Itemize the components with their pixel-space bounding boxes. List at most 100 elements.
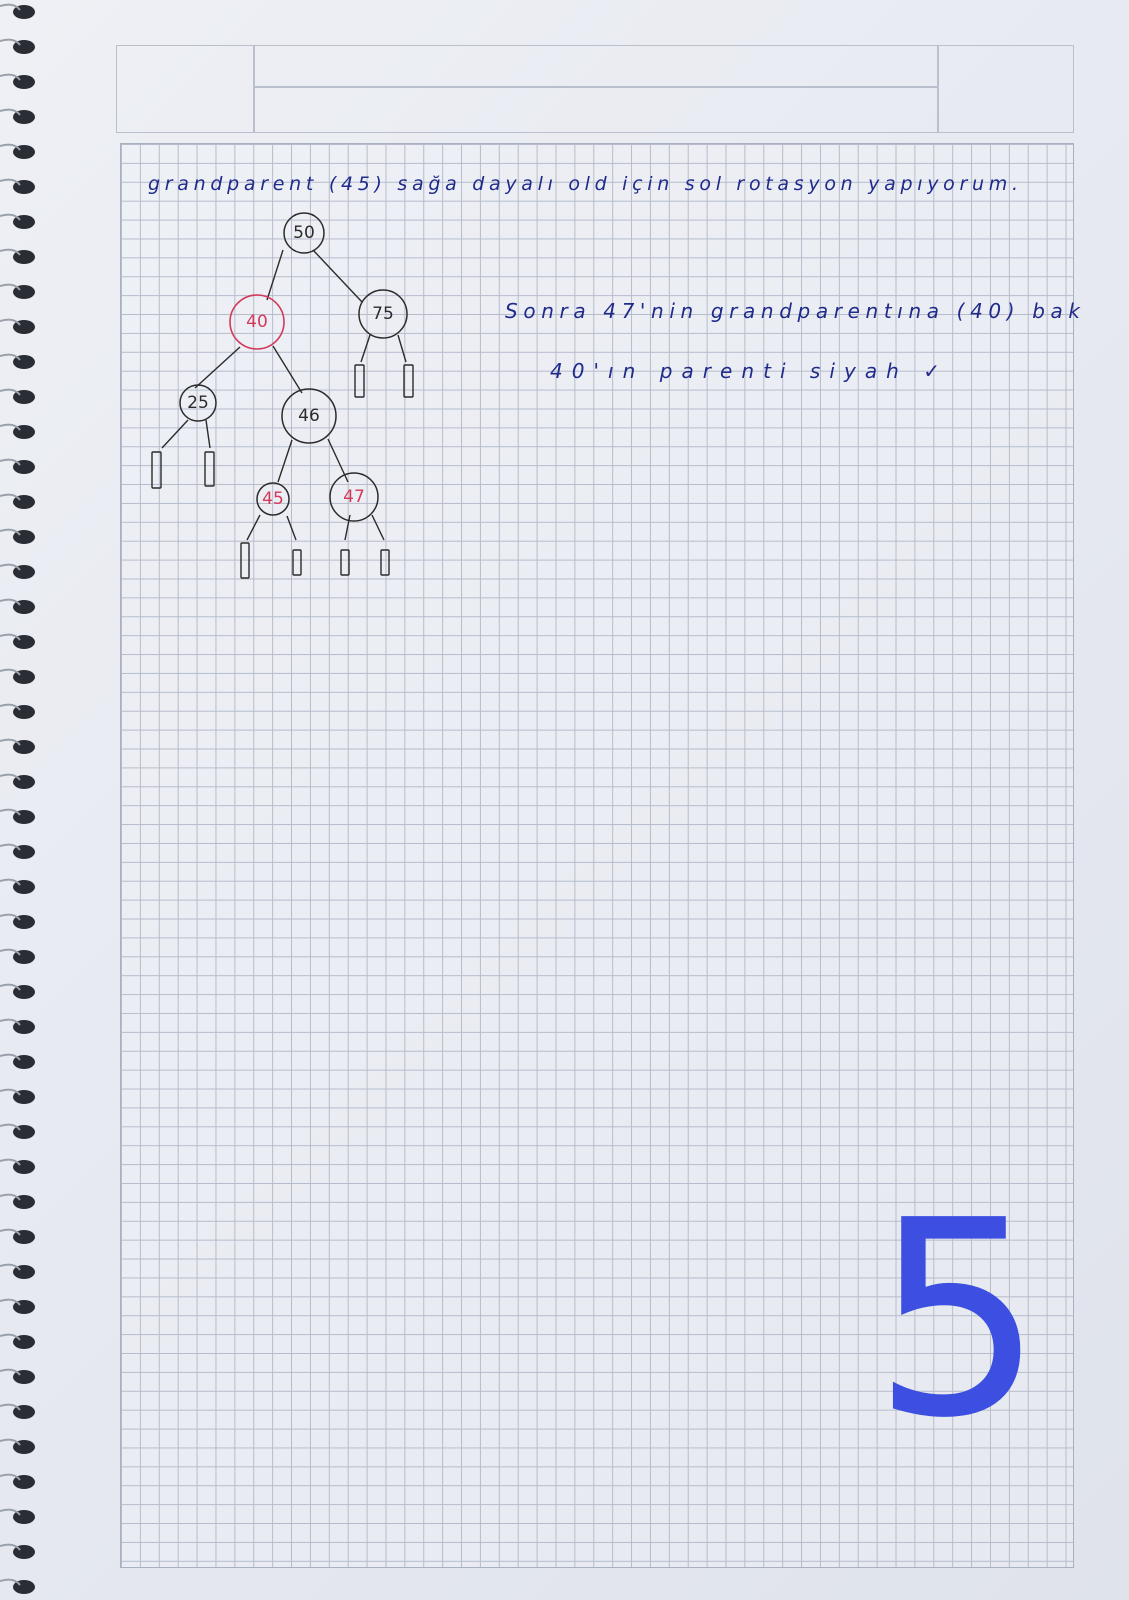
spiral-wire — [0, 1088, 21, 1096]
tree-node-47: 47 — [329, 472, 379, 522]
spiral-wire — [0, 1543, 21, 1551]
edge-25-nil-left — [161, 419, 189, 449]
spiral-wire — [0, 248, 21, 256]
edge-45-nil-right — [286, 515, 297, 541]
tree-node-40: 40 — [229, 294, 285, 350]
node-label: 50 — [293, 223, 315, 243]
spiral-wire — [0, 913, 21, 921]
spiral-wire — [0, 738, 21, 746]
spiral-wire — [0, 73, 21, 81]
tree-node-46: 46 — [281, 388, 337, 444]
node-circle — [358, 289, 408, 339]
edge-25-nil-right — [205, 419, 211, 449]
node-label: 75 — [372, 304, 394, 324]
node-circle — [283, 212, 325, 254]
spiral-wire — [0, 703, 21, 711]
tree-node-50: 50 — [283, 212, 325, 254]
edge-50-75 — [312, 249, 363, 303]
node-circle — [256, 482, 290, 516]
spiral-wire — [0, 1473, 21, 1481]
nil-leaf — [354, 364, 365, 398]
spiral-wire — [0, 423, 21, 431]
spiral-wire — [0, 1368, 21, 1376]
spiral-wire — [0, 808, 21, 816]
grid-paper — [120, 143, 1074, 1568]
nil-leaf — [292, 549, 302, 576]
tree-node-45: 45 — [256, 482, 290, 516]
spiral-wire — [0, 668, 21, 676]
header-row-divider — [253, 86, 937, 88]
spiral-wire — [0, 1123, 21, 1131]
spiral-wire — [0, 773, 21, 781]
node-circle — [281, 388, 337, 444]
spiral-wire — [0, 633, 21, 641]
spiral-wire — [0, 388, 21, 396]
spiral-wire — [0, 843, 21, 851]
header-box — [116, 45, 1074, 133]
spiral-wire — [0, 528, 21, 536]
nil-leaf — [204, 451, 215, 487]
edge-45-nil-left — [246, 514, 261, 541]
spiral-wire — [0, 3, 21, 11]
spiral-wire — [0, 318, 21, 326]
spiral-wire — [0, 1438, 21, 1446]
edge-75-nil-right — [397, 334, 407, 363]
spiral-wire — [0, 143, 21, 151]
spiral-wire — [0, 213, 21, 221]
edge-50-40 — [266, 249, 284, 301]
header-divider-right — [937, 46, 939, 132]
edge-47-nil-left — [344, 514, 351, 541]
spiral-wire — [0, 1403, 21, 1411]
spiral-wire — [0, 948, 21, 956]
spiral-wire — [0, 1018, 21, 1026]
spiral-wire — [0, 38, 21, 46]
note-line-2: Sonra 47'nin grandparentına (40) bak — [505, 299, 1081, 323]
edge-40-25 — [194, 346, 241, 389]
spiral-wire — [0, 1228, 21, 1236]
spiral-wire — [0, 108, 21, 116]
node-label: 45 — [262, 489, 284, 509]
spiral-wire — [0, 353, 21, 361]
spiral-wire — [0, 1158, 21, 1166]
nil-leaf — [340, 549, 350, 576]
note-line-3: 40'ın parenti siyah ✓ — [550, 359, 940, 383]
node-label: 40 — [246, 312, 268, 332]
spiral-wire — [0, 1053, 21, 1061]
spiral-wire — [0, 1578, 21, 1586]
node-label: 25 — [187, 393, 209, 413]
spiral-wire — [0, 983, 21, 991]
spiral-wire — [0, 878, 21, 886]
note-line-1: grandparent (45) sağa dayalı old için so… — [148, 173, 1018, 195]
spiral-wire — [0, 598, 21, 606]
node-label: 47 — [343, 487, 365, 507]
spiral-wire — [0, 458, 21, 466]
node-circle — [329, 472, 379, 522]
nil-leaf — [151, 451, 162, 489]
spiral-wire — [0, 283, 21, 291]
nil-leaf — [403, 364, 414, 398]
header-divider-left — [253, 46, 255, 132]
edge-40-46 — [272, 345, 303, 394]
spiral-wire — [0, 563, 21, 571]
spiral-wire — [0, 178, 21, 186]
spiral-wire — [0, 1298, 21, 1306]
spiral-wire — [0, 1263, 21, 1271]
spiral-binding — [0, 3, 35, 1594]
nil-leaf — [240, 542, 250, 579]
page-number: 5 — [872, 1162, 1044, 1477]
spiral-wire — [0, 1333, 21, 1341]
node-circle — [229, 294, 285, 350]
spiral-wire — [0, 1193, 21, 1201]
tree-node-25: 25 — [179, 384, 217, 422]
node-circle — [179, 384, 217, 422]
spiral-wire — [0, 1508, 21, 1516]
nil-leaves — [151, 364, 414, 579]
node-label: 46 — [298, 406, 320, 426]
nil-leaf — [380, 549, 390, 576]
edge-46-45 — [277, 439, 293, 483]
spiral-wire — [0, 493, 21, 501]
edge-47-nil-right — [371, 514, 385, 541]
edge-75-nil-left — [360, 334, 371, 363]
